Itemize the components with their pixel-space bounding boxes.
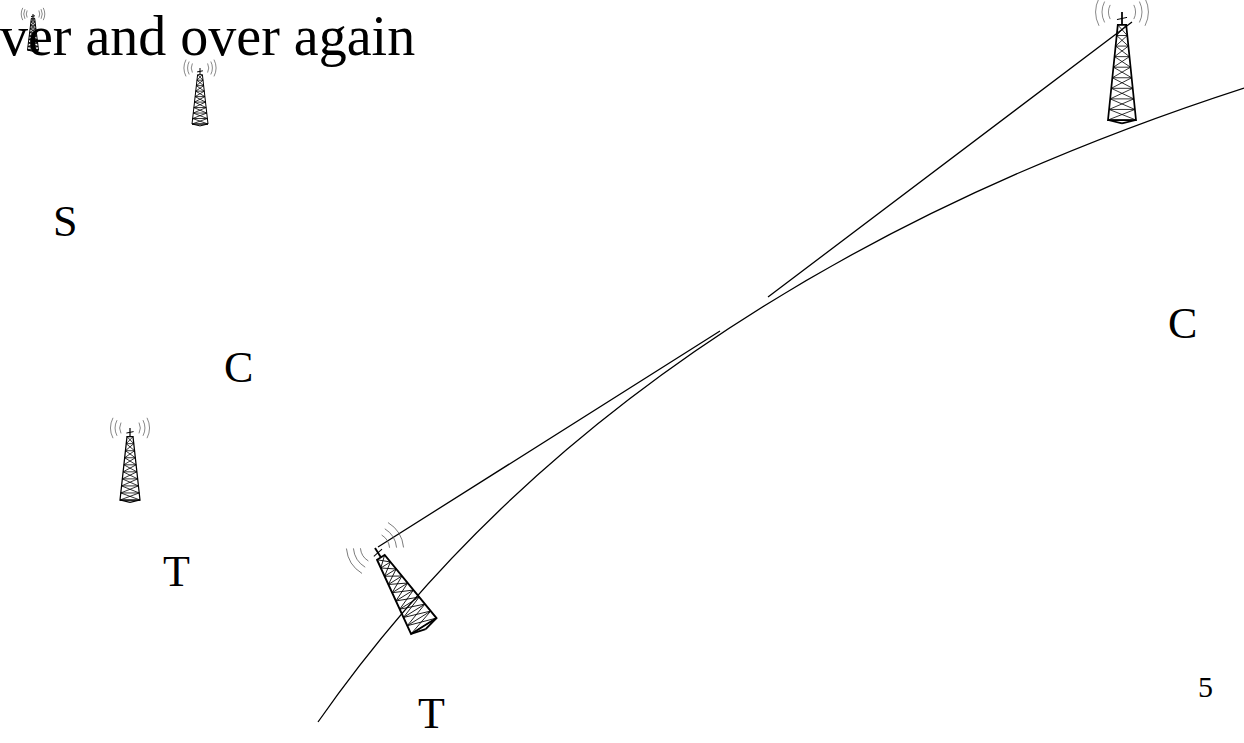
tower-label: C [224,346,253,390]
tower-icon [110,418,149,503]
tower-icon [184,60,216,126]
tower-icon [1096,0,1149,123]
tower-label: T [418,692,445,736]
tower-icon [343,521,449,644]
tower-label: T [163,550,190,594]
slide-title: ver and over again [0,8,415,64]
earth-curve [318,88,1244,722]
tower-label: S [53,200,77,244]
page-number: 5 [1198,672,1213,702]
tower-label: C [1168,302,1197,346]
line-of-sight [378,22,1132,547]
